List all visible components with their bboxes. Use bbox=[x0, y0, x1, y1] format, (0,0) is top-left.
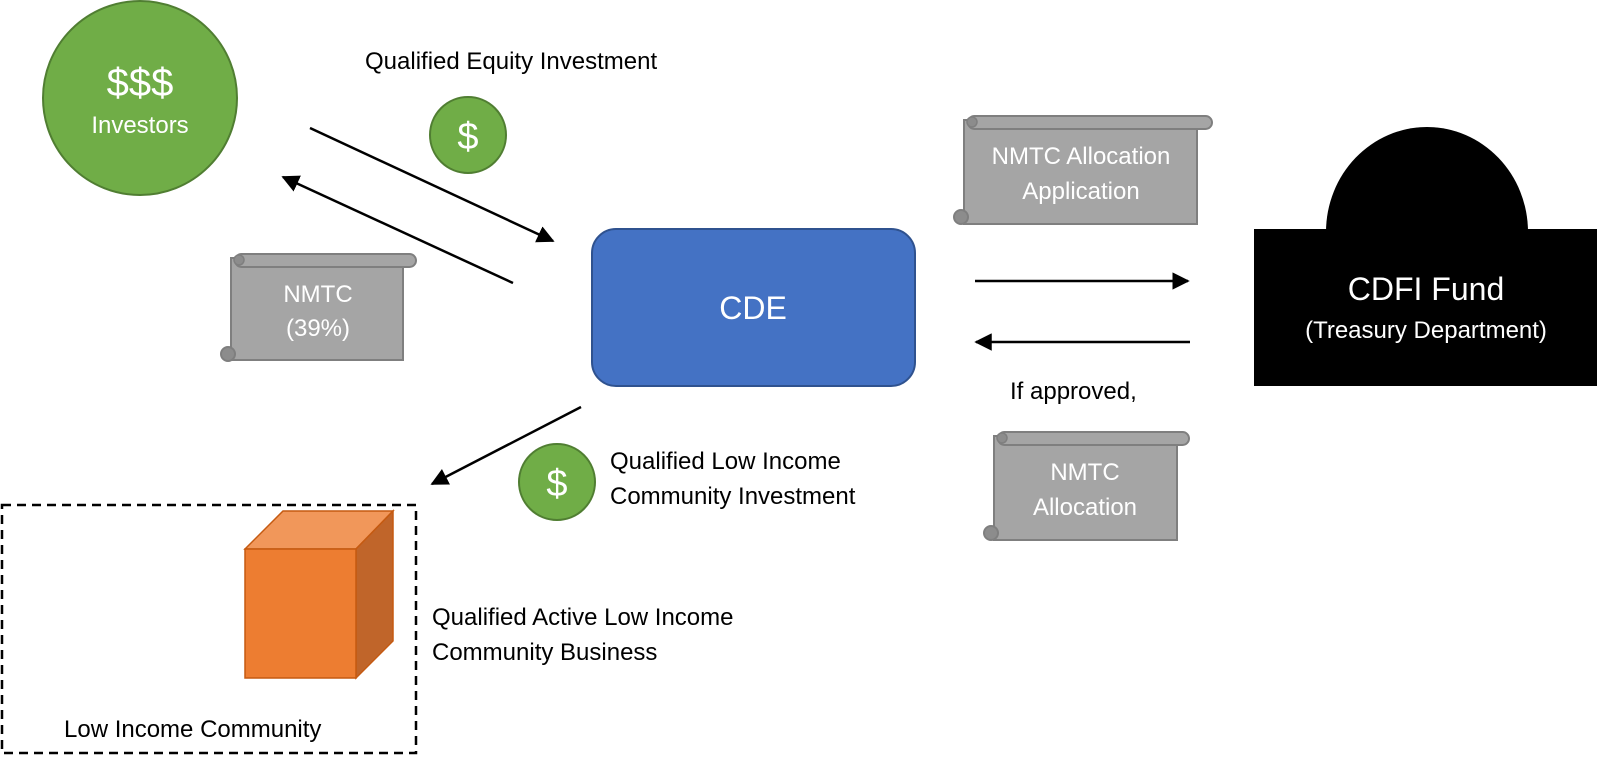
qalicb-line1: Qualified Active Low Income bbox=[432, 604, 734, 631]
cde-box bbox=[591, 228, 916, 387]
dome-building-icon: CDFI Fund (Treasury Department) bbox=[1254, 127, 1597, 386]
qlici-line2: Community Investment bbox=[610, 483, 856, 510]
qei-coin-symbol: $ bbox=[457, 116, 478, 158]
cde-label: CDE bbox=[719, 290, 787, 326]
arrow-cde-to-community bbox=[430, 405, 582, 486]
application-line1: NMTC Allocation bbox=[992, 143, 1171, 170]
nmtc-credit-line1: NMTC bbox=[283, 281, 352, 308]
qei-label: Qualified Equity Investment bbox=[365, 48, 657, 75]
dollar-coin-icon: $ bbox=[518, 443, 596, 521]
qalicb-line2: Community Business bbox=[432, 639, 657, 666]
qlici-coin-symbol: $ bbox=[546, 463, 567, 505]
scroll-icon: NMTC Allocation Application bbox=[953, 115, 1213, 225]
investors-circle bbox=[42, 0, 238, 196]
dollar-coin-icon: $ bbox=[429, 96, 507, 174]
low-income-community-boundary bbox=[0, 503, 418, 755]
investors-symbol: $$$ bbox=[107, 61, 174, 105]
arrow-cde-to-investors bbox=[281, 175, 514, 285]
allocation-line1: NMTC bbox=[1050, 459, 1119, 486]
investors-label: Investors bbox=[91, 112, 188, 139]
scroll-icon: NMTC (39%) bbox=[220, 253, 417, 362]
scroll-icon: NMTC Allocation bbox=[983, 431, 1190, 541]
arrow-investors-to-cde bbox=[309, 126, 555, 243]
application-line2: Application bbox=[1022, 178, 1139, 205]
nmtc-credit-line2: (39%) bbox=[286, 315, 350, 342]
allocation-line2: Allocation bbox=[1033, 494, 1137, 521]
qlici-line1: Qualified Low Income bbox=[610, 448, 841, 475]
cdfi-title: CDFI Fund bbox=[1348, 271, 1504, 307]
investors-node: $$$ Investors bbox=[42, 0, 238, 196]
if-approved-label: If approved, bbox=[1010, 378, 1137, 405]
cdfi-subtitle: (Treasury Department) bbox=[1305, 317, 1547, 344]
cube-icon bbox=[243, 509, 395, 680]
cde-node: CDE bbox=[591, 228, 916, 387]
low-income-community-label: Low Income Community bbox=[64, 716, 321, 743]
